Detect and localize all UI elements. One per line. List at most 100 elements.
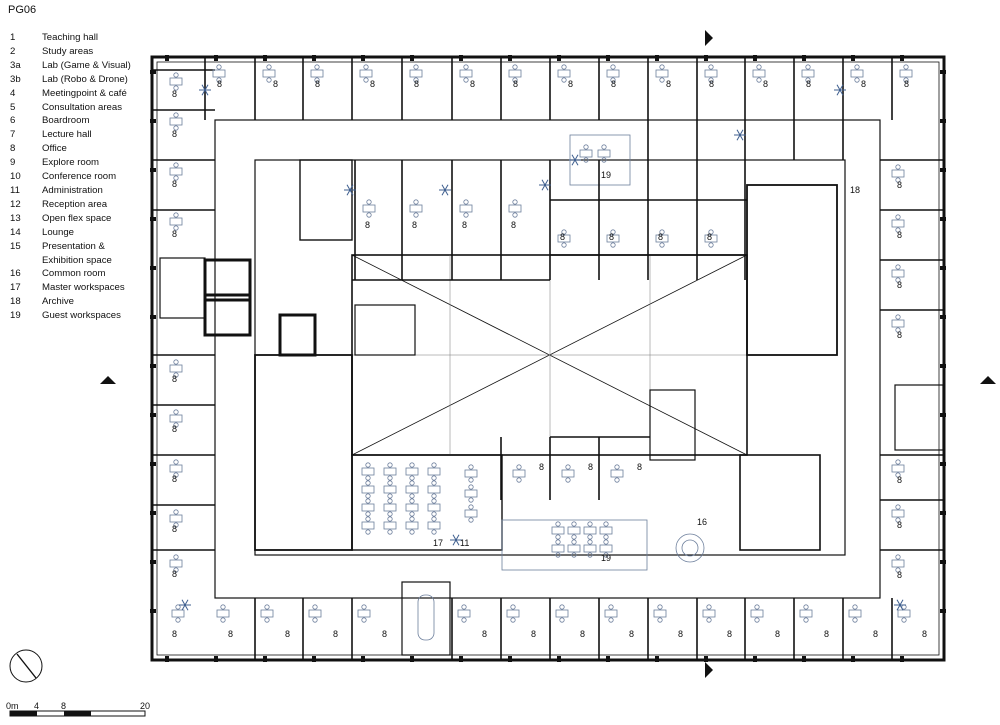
chair — [610, 242, 616, 248]
desk — [169, 167, 183, 176]
desk-cluster — [891, 164, 905, 183]
chair — [175, 604, 181, 610]
desk — [405, 467, 419, 476]
room-number-office: 8 — [709, 79, 714, 89]
chair — [895, 517, 901, 523]
legend-number: 1 — [10, 32, 16, 43]
chair — [754, 604, 760, 610]
chair — [571, 552, 577, 558]
room-number-office: 8 — [897, 180, 902, 190]
section-arrow — [100, 376, 116, 384]
plant-leaf — [896, 599, 901, 606]
chair — [603, 521, 609, 527]
sheet-label: PG06 — [8, 4, 37, 16]
chair — [803, 604, 809, 610]
room-number-office: 8 — [511, 220, 516, 230]
room-number-office: 8 — [172, 129, 177, 139]
chair — [173, 422, 179, 428]
chair — [413, 77, 419, 83]
scale-label: 20 — [140, 701, 150, 711]
chair — [431, 493, 437, 499]
desk-cluster — [361, 498, 375, 517]
column — [150, 364, 156, 368]
chair — [512, 64, 518, 70]
desk — [752, 69, 766, 78]
plant-icon — [439, 184, 451, 196]
chair — [468, 477, 474, 483]
desk-cluster — [799, 604, 813, 623]
desk-cluster — [557, 229, 571, 248]
desk — [557, 234, 571, 243]
common-room-table — [675, 533, 705, 563]
plant-leaf — [444, 184, 449, 191]
desk — [551, 526, 565, 535]
stairwell — [159, 257, 206, 319]
column — [150, 413, 156, 417]
chair — [601, 157, 607, 163]
room-number-office: 8 — [285, 629, 290, 639]
plant-leaf — [184, 599, 189, 606]
legend-number: 14 — [10, 226, 21, 238]
room-number-office: 8 — [763, 79, 768, 89]
plant-leaf — [452, 539, 457, 546]
column — [940, 315, 946, 319]
chair — [266, 77, 272, 83]
scale-label: 8 — [61, 701, 66, 711]
chair — [614, 477, 620, 483]
stairwell — [649, 389, 696, 461]
chair — [555, 539, 561, 545]
desk — [567, 526, 581, 535]
chair — [583, 144, 589, 150]
plant-leaf — [201, 84, 206, 91]
room-number-office: 8 — [217, 79, 222, 89]
chair — [409, 475, 415, 481]
column — [940, 168, 946, 172]
chair — [431, 529, 437, 535]
legend-number: 6 — [10, 115, 16, 127]
room-partitions — [152, 57, 944, 660]
desk-cluster — [702, 604, 716, 623]
room-number-office: 8 — [172, 424, 177, 434]
desk-cluster — [361, 480, 375, 499]
legend-number: 17 — [10, 282, 21, 294]
column — [940, 364, 946, 368]
chair — [463, 77, 469, 83]
common-room-table-inner — [681, 539, 699, 557]
chair — [413, 199, 419, 205]
outer-wall-inner-line — [156, 61, 940, 656]
north-arrow-needle — [16, 653, 37, 679]
plant-leaf — [571, 154, 576, 161]
chair — [608, 604, 614, 610]
desk — [897, 609, 911, 618]
desk-cluster — [891, 459, 905, 478]
desk-cluster — [891, 314, 905, 333]
room-number-office: 8 — [727, 629, 732, 639]
chair — [361, 617, 367, 623]
desk — [383, 485, 397, 494]
chair — [264, 604, 270, 610]
chair — [852, 604, 858, 610]
chair — [173, 409, 179, 415]
desk-cluster — [850, 64, 864, 83]
scale-label: 4 — [34, 701, 39, 711]
room-number-office: 8 — [588, 462, 593, 472]
chair — [387, 516, 393, 522]
desk-cluster — [260, 604, 274, 623]
desk-cluster — [606, 229, 620, 248]
chair — [512, 199, 518, 205]
room-number-common-room: 16 — [697, 517, 707, 527]
desk-cluster — [212, 64, 226, 83]
desk — [508, 204, 522, 213]
desk — [606, 69, 620, 78]
room-number-office: 8 — [172, 89, 177, 99]
chair — [565, 464, 571, 470]
desk — [169, 414, 183, 423]
desk-cluster — [555, 604, 569, 623]
room-number-office: 8 — [172, 374, 177, 384]
desk — [891, 464, 905, 473]
plant-leaf — [204, 89, 209, 96]
room-number-office: 8 — [824, 629, 829, 639]
